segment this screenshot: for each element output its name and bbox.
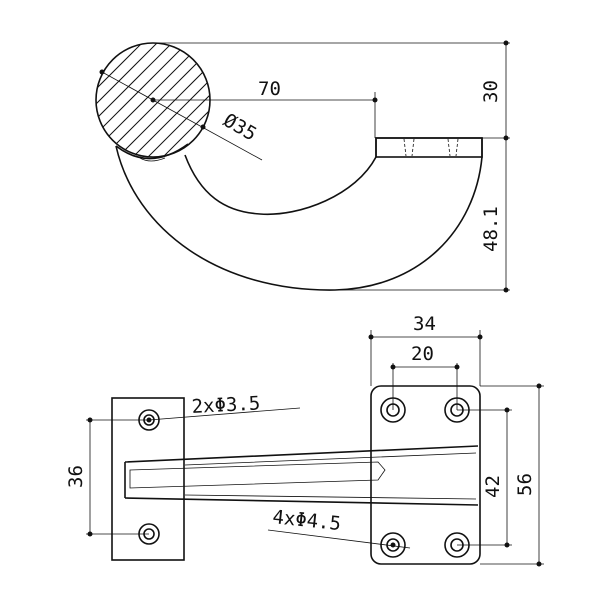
ball-neck (115, 143, 189, 160)
small-holes-label: 2xΦ3.5 (191, 392, 261, 418)
right-holes (380, 397, 470, 558)
diameter-line (101, 71, 263, 161)
plate-width-label: 34 (413, 313, 436, 335)
side-view: Ø35 70 30 48.1 (95, 40, 510, 293)
left-plate (111, 397, 185, 561)
bottom-view: 2xΦ3.5 4xΦ4.5 36 34 20 42 (65, 313, 544, 567)
bottom-height-label: 48.1 (480, 206, 502, 252)
hook-arm (115, 137, 483, 291)
large-holes-label: 4xΦ4.5 (271, 506, 342, 535)
left-holes (138, 409, 160, 545)
left-spacing-label: 36 (65, 465, 87, 488)
tapered-arm (124, 445, 479, 506)
plate-height-label: 56 (514, 473, 536, 496)
mount-flange (375, 137, 483, 158)
right-spacing-label: 42 (482, 475, 504, 498)
top-height-label: 30 (480, 80, 502, 103)
right-plate (370, 385, 481, 565)
length-label: 70 (258, 78, 281, 100)
hole-spacing-label: 20 (411, 343, 434, 365)
